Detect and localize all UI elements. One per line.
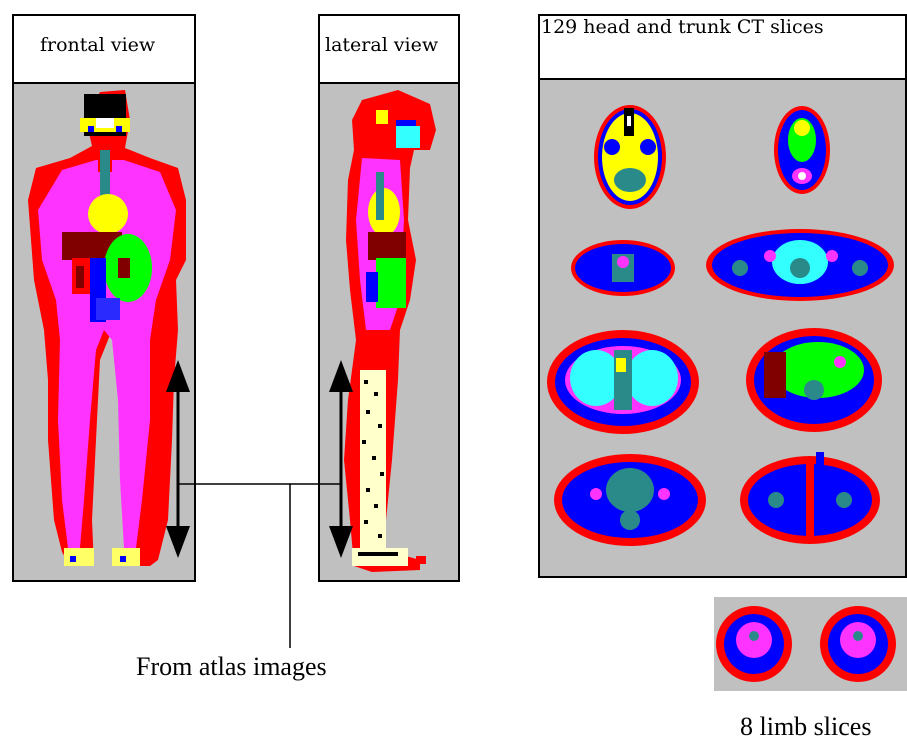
lateral-body-figure <box>344 90 436 572</box>
lateral-face-cyan <box>396 126 420 148</box>
ct-slice-thorax <box>547 330 699 434</box>
atlas-connector-lines <box>179 484 341 648</box>
frontal-heart <box>88 194 128 234</box>
lateral-foot <box>352 548 408 566</box>
ct-slice-pelvis-1 <box>554 454 706 546</box>
ct-slice-head-2 <box>774 106 830 194</box>
lateral-liver <box>368 232 406 260</box>
frontal-body-figure <box>28 90 186 566</box>
ct-slice-head-1 <box>594 105 666 209</box>
ct-slice-neck-1 <box>571 240 675 296</box>
limb-slices-caption: 8 limb slices <box>740 712 871 742</box>
ct-slice-pelvis-2 <box>740 452 880 544</box>
ct-slice-abdomen <box>746 328 882 432</box>
limb-slice-2 <box>820 606 896 682</box>
limb-slice-1 <box>716 606 792 682</box>
atlas-images-caption: From atlas images <box>136 652 327 682</box>
frontal-feet <box>64 548 94 566</box>
frontal-trachea <box>100 150 110 198</box>
ct-slice-shoulder <box>706 229 894 301</box>
